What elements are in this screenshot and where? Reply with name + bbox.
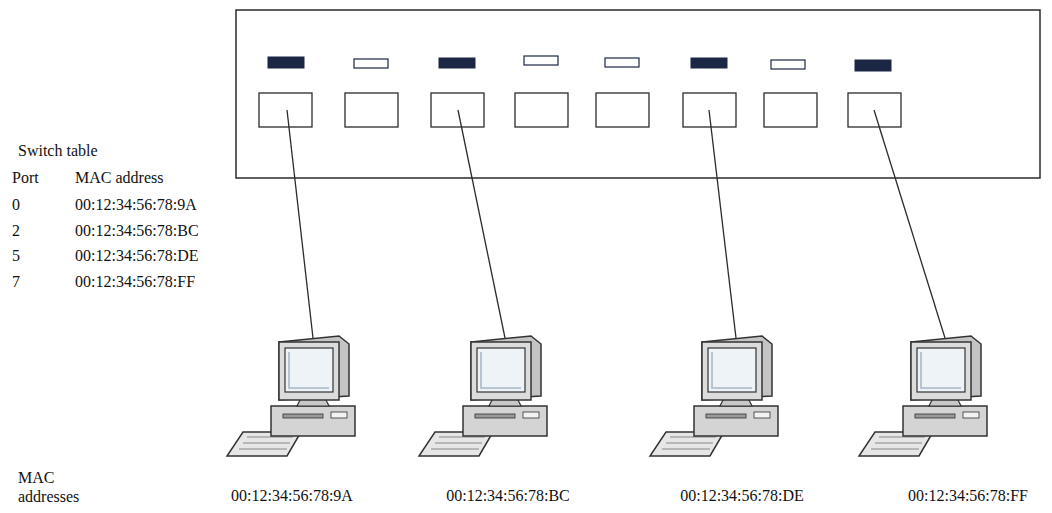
row-title: MAC addresses (18, 468, 102, 506)
mac-address: 00:12:34:56:78:FF (908, 486, 1028, 505)
switch-housing (236, 10, 1040, 178)
port-leds (268, 56, 891, 71)
mac-address: 00:12:34:56:78:BC (446, 486, 570, 505)
table-cell: 00:12:34:56:78:BC (75, 221, 199, 240)
switch-ports (259, 93, 901, 127)
table-cell: 5 (12, 246, 20, 265)
column-header: MAC address (75, 168, 163, 187)
table-cell: 0 (12, 195, 20, 214)
table-cell: 2 (12, 221, 20, 240)
cables (287, 110, 945, 338)
table-cell: 00:12:34:56:78:DE (75, 246, 199, 265)
mac-address: 00:12:34:56:78:9A (231, 486, 353, 505)
computers (227, 336, 987, 456)
table-cell: 7 (12, 272, 20, 291)
table-title: Switch table (18, 141, 98, 160)
table-cell: 00:12:34:56:78:FF (75, 272, 195, 291)
table-cell: 00:12:34:56:78:9A (75, 195, 197, 214)
column-header: Port (12, 168, 39, 187)
mac-address: 00:12:34:56:78:DE (680, 486, 804, 505)
